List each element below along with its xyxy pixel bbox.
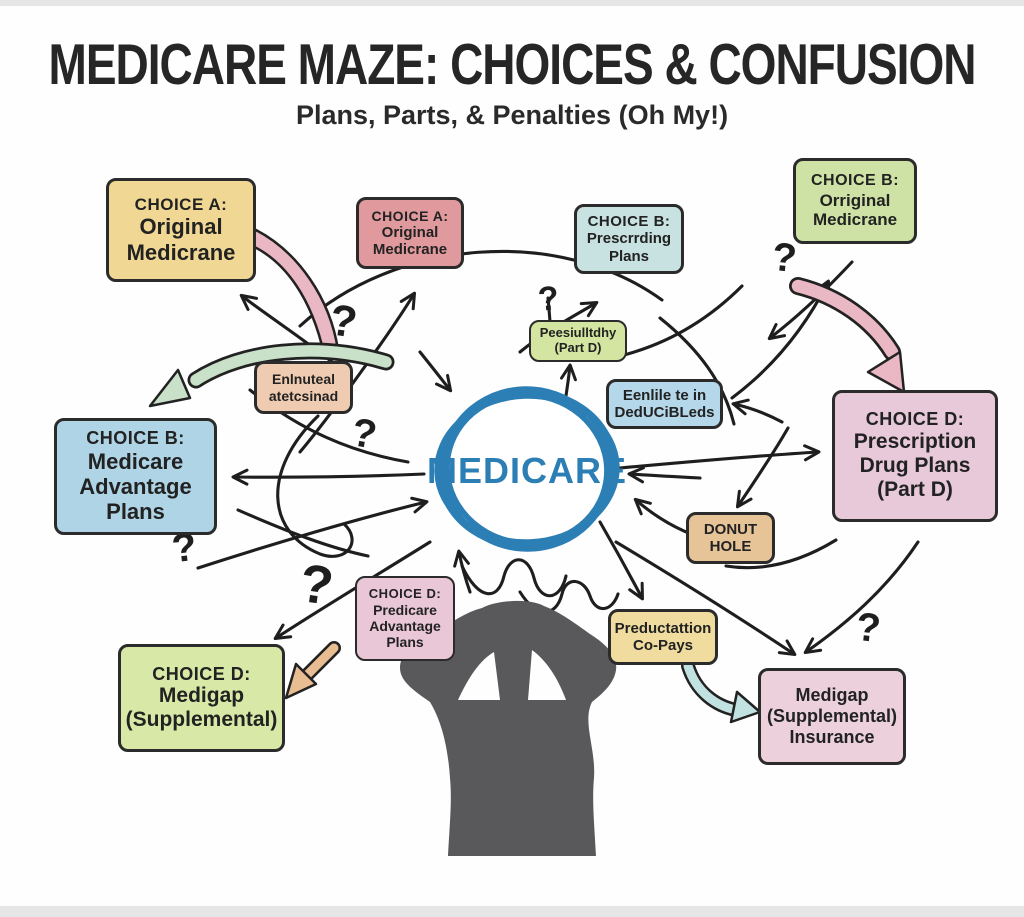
question-mark: ? bbox=[536, 279, 561, 319]
box-line: Prescription bbox=[853, 430, 977, 454]
question-mark: ? bbox=[769, 234, 799, 282]
box-line: (Supplemental) bbox=[125, 708, 278, 732]
box-line: Plans bbox=[106, 499, 165, 525]
box-choice-d-medigap-supplemental: CHOICE D: Medigap (Supplemental) bbox=[118, 644, 285, 752]
box-choice-b-original-medicare: CHOICE B: Orriginal Medicrane bbox=[793, 158, 917, 244]
box-heading: CHOICE D: bbox=[368, 585, 442, 601]
box-line: Medicrane bbox=[372, 241, 448, 259]
box-heading: CHOICE B: bbox=[810, 172, 900, 190]
box-line: Eenlile te in bbox=[622, 386, 707, 404]
box-line: Plans bbox=[386, 634, 424, 651]
box-choice-b-medicare-advantage-plans: CHOICE B: Medicare Advantage Plans bbox=[54, 418, 217, 535]
box-line: Medicrane bbox=[126, 239, 236, 265]
box-line: Advantage bbox=[79, 474, 192, 500]
box-line: Preductattion bbox=[614, 619, 712, 637]
box-heading: CHOICE B: bbox=[587, 213, 671, 231]
box-line: Co-Pays bbox=[632, 637, 694, 654]
box-line: Original bbox=[139, 214, 223, 240]
box-heading: CHOICE D: bbox=[865, 409, 965, 430]
box-line: Medicrane bbox=[812, 210, 898, 230]
box-line: atetcsinad bbox=[268, 387, 339, 404]
pink-arrow-to-drug-plans bbox=[789, 277, 906, 394]
box-heading: CHOICE A: bbox=[134, 194, 228, 214]
box-heading: CHOICE B: bbox=[86, 428, 185, 449]
confused-person-silhouette bbox=[400, 600, 617, 856]
page-subtitle: Plans, Parts, & Penalties (Oh My!) bbox=[295, 100, 729, 130]
lightblue-arrow-to-insurance bbox=[681, 659, 762, 724]
box-line: Drug Plans bbox=[859, 454, 971, 478]
page-title: MEDICARE MAZE: CHOICES & CONFUSION bbox=[48, 31, 977, 97]
box-choice-d-prescription-drug-plans: CHOICE D: Prescription Drug Plans (Part … bbox=[832, 390, 998, 522]
pink-swoosh-top-left bbox=[246, 228, 340, 356]
box-deduction-co-pays: Preductattion Co-Pays bbox=[608, 609, 718, 665]
box-choice-a-original-medicare-large: CHOICE A: Original Medicrane bbox=[106, 178, 256, 282]
box-line: DedUCiBLeds bbox=[614, 404, 715, 421]
box-line: Medicare bbox=[87, 448, 184, 474]
box-line: Predicare bbox=[373, 601, 437, 618]
box-line: (Part D) bbox=[554, 340, 602, 355]
box-choice-d-predicare-advantage-plans: CHOICE D: Predicare Advantage Plans bbox=[355, 576, 455, 661]
bottom-edge-strip bbox=[0, 906, 1024, 917]
box-line: Orriginal bbox=[819, 190, 891, 210]
green-arrow-to-advantage-plans bbox=[148, 342, 395, 408]
box-line: Advantage bbox=[369, 617, 441, 634]
box-line: Insurance bbox=[789, 726, 875, 747]
box-enrollment-scribble: Enlnuteal atetcsinad bbox=[254, 361, 353, 414]
box-line: DONUT bbox=[703, 520, 758, 538]
box-line: Original bbox=[381, 223, 439, 241]
medicare-circle: MEDICARE bbox=[427, 386, 627, 552]
tan-arrow-to-medigap bbox=[284, 641, 341, 700]
box-line: (Part D) bbox=[877, 478, 953, 502]
box-choice-b-prescribing-plans: CHOICE B: Prescrrding Plans bbox=[574, 204, 684, 274]
box-enroll-in-deductibles: Eenlile te in DedUCiBLeds bbox=[606, 379, 723, 429]
medicare-label: MEDICARE bbox=[427, 450, 627, 491]
box-donut-hole: DONUT HOLE bbox=[686, 512, 775, 564]
box-line: Medigap bbox=[795, 685, 869, 706]
box-line: HOLE bbox=[709, 538, 752, 555]
box-line: Medigap bbox=[158, 684, 245, 708]
box-line: Enlnuteal bbox=[271, 371, 335, 388]
box-line: (Supplemental) bbox=[766, 706, 897, 727]
box-choice-a-original-medicare-small: CHOICE A: Original Medicrane bbox=[356, 197, 464, 269]
box-penalty-part-d: Peesiulltdhy (Part D) bbox=[529, 320, 627, 362]
box-line: Plans bbox=[608, 247, 650, 265]
box-medigap-supplemental-insurance: Medigap (Supplemental) Insurance bbox=[758, 668, 906, 765]
box-heading: CHOICE A: bbox=[371, 207, 449, 224]
box-heading: CHOICE D: bbox=[152, 663, 251, 684]
box-line: Peesiulltdhy bbox=[539, 325, 617, 341]
box-line: Prescrrding bbox=[586, 230, 672, 248]
top-edge-strip bbox=[0, 0, 1024, 6]
question-mark: ? bbox=[853, 604, 883, 652]
